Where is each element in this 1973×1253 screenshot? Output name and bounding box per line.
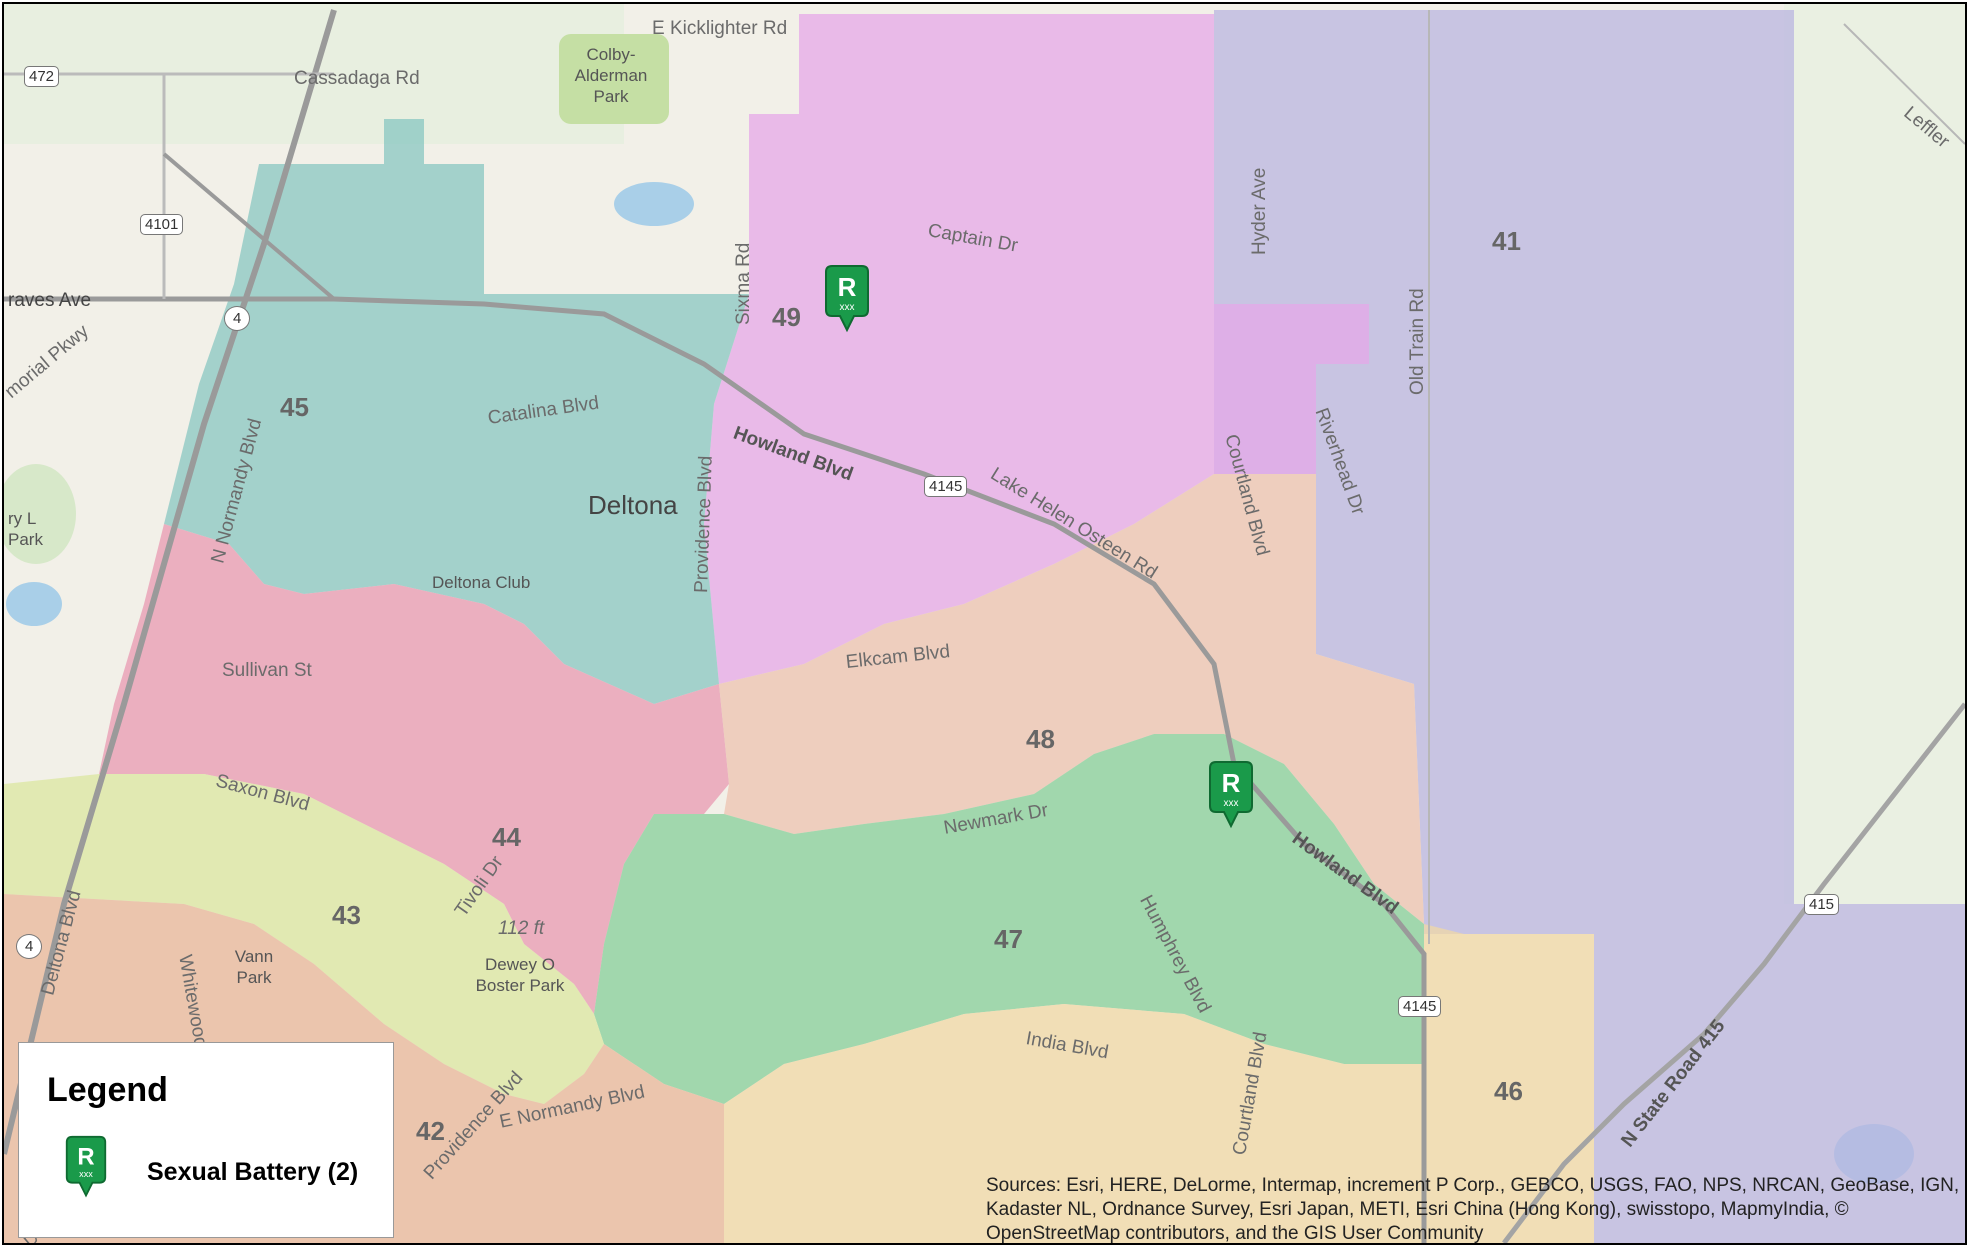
- route-shield: 472: [24, 66, 60, 87]
- r-pin-icon: R xxx: [825, 265, 869, 333]
- zone-label-44: 44: [492, 822, 521, 852]
- park-label: Dewey O Boster Park: [475, 955, 565, 995]
- zone-41: [1214, 10, 1965, 1243]
- road-label: Sullivan St: [222, 660, 312, 681]
- road-label: Old Train Rd: [1407, 288, 1428, 395]
- road-state-road-415: [1502, 702, 1965, 1243]
- route-shield: 4145: [924, 476, 968, 497]
- park-label: Vann Park: [234, 947, 274, 987]
- svg-text:R: R: [77, 1143, 94, 1170]
- svg-text:R: R: [838, 272, 857, 302]
- zone-45: [164, 119, 749, 704]
- map-attribution: Sources: Esri, HERE, DeLorme, Intermap, …: [986, 1175, 1960, 1244]
- road-label: Sixma Rd: [733, 242, 754, 325]
- svg-text:xxx: xxx: [1224, 798, 1239, 809]
- road-i4: [4, 9, 337, 1155]
- road-connector: [162, 152, 336, 301]
- road-label: E Kicklighter Rd: [652, 18, 788, 39]
- svg-text:R: R: [1222, 768, 1241, 798]
- road-howland-blvd: [4, 296, 1427, 1243]
- park-label: ry L Park: [8, 509, 43, 549]
- incident-marker-sexual-battery[interactable]: R xxx: [1206, 760, 1256, 832]
- zone-49: [704, 14, 1369, 684]
- route-shield: 415: [1804, 894, 1840, 915]
- basemap: [4, 4, 1965, 1243]
- zone-label-42: 42: [416, 1116, 445, 1146]
- zone-label-47: 47: [994, 924, 1023, 954]
- route-shield: 4145: [1398, 996, 1442, 1017]
- zone-44: [99, 524, 729, 1014]
- zone-label-49: 49: [772, 302, 801, 332]
- zone-43: [4, 774, 604, 1104]
- zone-48: [719, 474, 1424, 924]
- zone-label-45: 45: [280, 392, 309, 422]
- road-label: raves Ave: [8, 290, 92, 311]
- park-label: Colby-Alderman Park: [574, 45, 648, 106]
- road-label: Hyder Ave: [1249, 167, 1270, 255]
- zone-label-43: 43: [332, 900, 361, 930]
- park-label: Deltona Club: [432, 573, 531, 592]
- route-shield: 4101: [140, 214, 184, 235]
- svg-text:xxx: xxx: [840, 302, 855, 313]
- zone-label-48: 48: [1026, 724, 1055, 754]
- zone-46: [724, 924, 1594, 1243]
- r-pin-icon: R xxx: [1209, 761, 1253, 829]
- city-label: Deltona: [588, 490, 678, 520]
- zone-47: [594, 734, 1424, 1104]
- road-label: Cassadaga Rd: [294, 68, 420, 89]
- elevation-label: 112 ft: [498, 918, 545, 939]
- svg-text:xxx: xxx: [79, 1169, 93, 1179]
- legend-title: Legend: [47, 1071, 168, 1109]
- r-pin-icon: R xxx: [65, 1135, 107, 1198]
- legend-panel: Legend R xxx Sexual Battery (2): [18, 1042, 394, 1238]
- road-leffler: [1843, 23, 1965, 145]
- legend-entry-label: Sexual Battery (2): [147, 1158, 359, 1186]
- zone-label-46: 46: [1494, 1076, 1523, 1106]
- park-colby-alderman: [559, 34, 669, 124]
- zone-label-41: 41: [1492, 226, 1521, 256]
- incident-marker-sexual-battery[interactable]: R xxx: [822, 264, 872, 336]
- route-shield: 4: [224, 306, 251, 331]
- route-shield: 4: [16, 934, 43, 959]
